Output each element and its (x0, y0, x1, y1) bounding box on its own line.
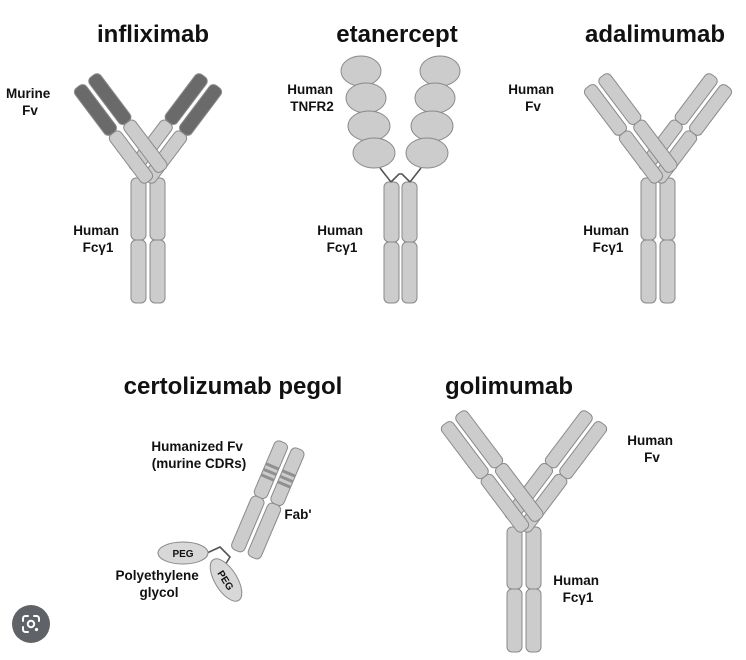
etanercept-fc-label: Human Fcγ1 (317, 223, 367, 255)
certolizumab-cdr-bands (260, 462, 296, 489)
infliximab-right-arm (73, 73, 168, 184)
etanercept-title: etanercept (336, 21, 457, 48)
certolizumab-peg-label: Polyethylene glycol (115, 568, 202, 600)
google-lens-button[interactable] (12, 605, 50, 643)
certolizumab-fab-fragment (231, 440, 305, 560)
certolizumab-fv-label: Humanized Fv (murine CDRs) (151, 439, 246, 471)
etanercept-right-tnfr2 (405, 55, 461, 169)
infliximab-fc-label: Human Fcγ1 (73, 223, 123, 255)
certolizumab-peg-right: PEG (209, 558, 243, 602)
adalimumab-title: adalimumab (585, 21, 725, 48)
golimumab-fc-label: Human Fcγ1 (553, 573, 603, 605)
etanercept-left-tnfr2 (340, 55, 396, 169)
google-lens-icon (22, 615, 40, 633)
certolizumab-peg-left: PEG (157, 541, 209, 565)
golimumab-fc (506, 526, 542, 653)
adalimumab-structure: adalimumab Human Fv Human Fcγ1 (508, 21, 733, 304)
certolizumab-title: certolizumab pegol (124, 373, 343, 400)
infliximab-structure: infliximab Murine Fv Human Fcγ1 (6, 21, 223, 304)
golimumab-right-arm (440, 410, 544, 533)
infliximab-title: infliximab (97, 21, 209, 48)
etanercept-fc (383, 181, 418, 304)
etanercept-hinge (379, 167, 422, 183)
certolizumab-fab-label: Fab' (284, 507, 311, 522)
adalimumab-right-arm (583, 73, 678, 184)
infliximab-fc (130, 177, 166, 304)
golimumab-title: golimumab (445, 373, 573, 400)
golimumab-fv-label: Human Fv (627, 433, 677, 465)
certolizumab-structure: certolizumab pegol PEG PEG H (115, 373, 343, 602)
svg-text:PEG: PEG (172, 549, 193, 560)
adalimumab-fv-label: Human Fv (508, 82, 558, 114)
etanercept-structure: etanercept Human TNFR2 Human Fcγ1 (287, 21, 461, 304)
etanercept-receptor-label: Human TNFR2 (287, 82, 337, 114)
golimumab-structure: golimumab Human Fv Human Fcγ1 (440, 373, 677, 653)
adalimumab-fc-label: Human Fcγ1 (583, 223, 633, 255)
adalimumab-fc (640, 177, 676, 304)
infliximab-fv-label: Murine Fv (6, 86, 54, 118)
